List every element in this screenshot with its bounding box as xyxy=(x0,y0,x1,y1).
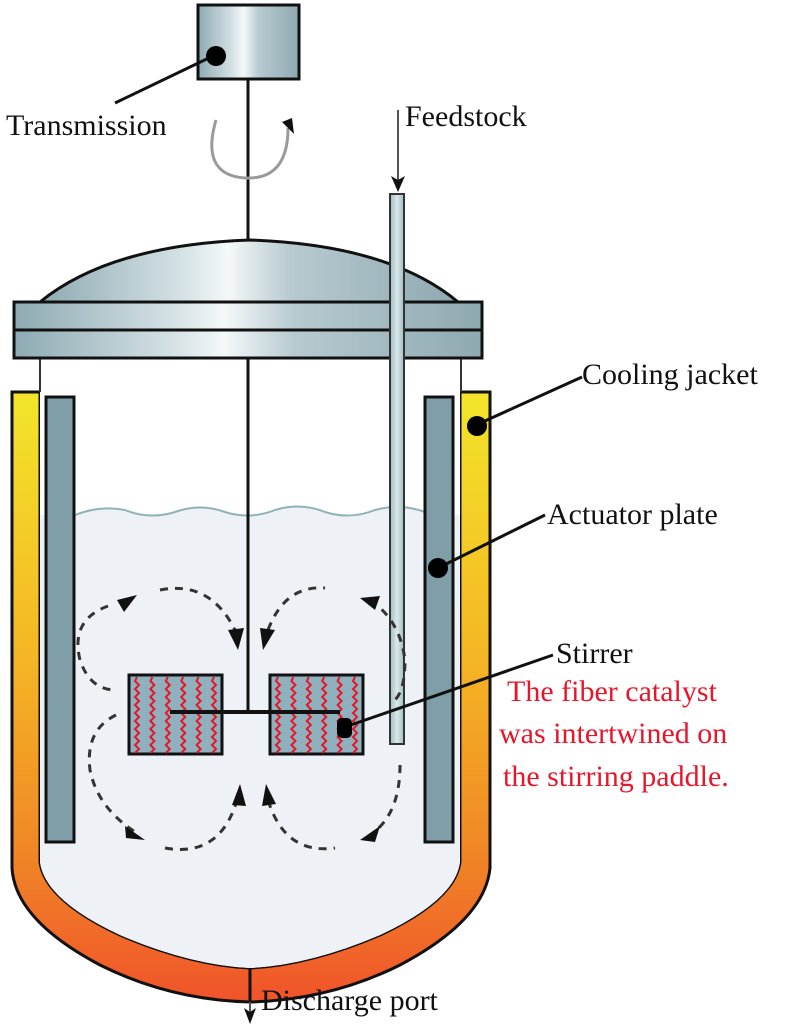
flow-arrowhead-icon xyxy=(262,784,276,806)
flow-loop-lower-left xyxy=(87,713,141,837)
discharge-arrowhead-icon xyxy=(244,1008,256,1024)
annotation-line-1: The fiber catalyst xyxy=(507,675,718,708)
fiber-strand xyxy=(195,676,203,754)
flow-loop-upper-right xyxy=(369,598,407,702)
flow-arrows xyxy=(76,586,407,851)
label-actuator-plate: Actuator plate xyxy=(547,498,718,531)
flow-arrowheads xyxy=(117,595,380,842)
transmission-box xyxy=(196,3,301,81)
fiber-catalyst-left xyxy=(133,676,218,754)
liquid-surface xyxy=(74,505,426,517)
feed-tube xyxy=(389,193,405,745)
leader-transmission xyxy=(114,53,216,105)
paddle-left xyxy=(127,673,224,756)
lid-flange-top xyxy=(12,300,484,332)
fiber-strand xyxy=(148,676,156,754)
flow-loop-upper-left-top xyxy=(159,586,237,631)
flow-arrowhead-icon xyxy=(228,628,244,650)
leader-stirrer xyxy=(344,653,554,729)
rotation-arrowhead-icon xyxy=(282,118,294,134)
annotation-line-3: the stirring paddle. xyxy=(503,760,729,793)
fiber-strand xyxy=(210,676,218,754)
actuator-plate-left xyxy=(44,395,76,844)
flow-loop-upper-left xyxy=(76,604,117,692)
fiber-strand xyxy=(164,676,172,754)
flow-loop-lower-right-bottom xyxy=(266,799,336,851)
flow-arrowhead-icon xyxy=(360,826,380,842)
leader-dot-transmission xyxy=(206,46,226,66)
fiber-strand xyxy=(179,676,187,754)
flow-arrowhead-icon xyxy=(125,826,145,840)
label-feedstock: Feedstock xyxy=(405,100,527,133)
fiber-strand xyxy=(320,676,328,754)
rotation-arrow-icon xyxy=(210,119,290,180)
label-transmission: Transmission xyxy=(6,109,167,142)
label-discharge-port: Discharge port xyxy=(261,984,439,1017)
fiber-strand xyxy=(274,676,282,754)
flow-arrowhead-icon xyxy=(232,784,246,806)
flow-arrowhead-icon xyxy=(360,596,380,610)
leader-actuator-plate xyxy=(437,513,546,570)
feed-arrowhead-icon xyxy=(391,176,405,192)
leader-cooling-jacket xyxy=(475,375,583,427)
fiber-strand xyxy=(336,676,344,754)
flow-arrowhead-icon xyxy=(260,628,275,650)
fiber-strand xyxy=(351,676,359,754)
paddle-right xyxy=(268,673,365,756)
annotation-line-2: was intertwined on xyxy=(499,717,727,750)
flow-loop-lower-left-bottom xyxy=(164,799,239,851)
leader-dot-stirrer xyxy=(337,718,352,738)
fiber-strand xyxy=(133,676,141,754)
lid-flange-bottom xyxy=(12,328,484,360)
leader-dot-actuator-plate xyxy=(428,558,448,578)
liquid xyxy=(40,506,460,968)
actuator-plate-right xyxy=(423,395,455,844)
label-stirrer: Stirrer xyxy=(556,637,633,670)
fiber-strand xyxy=(289,676,297,754)
leader-dot-cooling-jacket xyxy=(467,416,487,436)
label-cooling-jacket: Cooling jacket xyxy=(582,358,758,391)
lid-dome xyxy=(35,238,463,304)
fiber-catalyst-right xyxy=(274,676,359,754)
fiber-strand xyxy=(305,676,313,754)
flow-arrowhead-icon xyxy=(117,595,137,612)
